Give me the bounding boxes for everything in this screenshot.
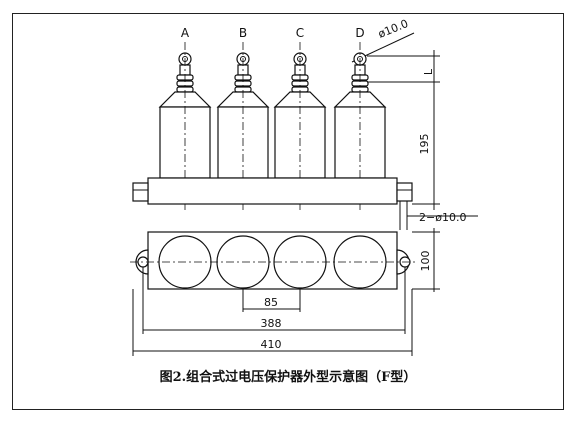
drawing-frame (12, 13, 564, 410)
terminal-label-b: B (239, 26, 247, 40)
dim-85-label: 85 (264, 296, 278, 309)
dim-195-label: 195 (418, 134, 431, 155)
dim-388-label: 388 (261, 317, 282, 330)
mount-hole-dim-label: 2−ø10.0 (419, 211, 466, 224)
terminal-label-a: A (181, 26, 190, 40)
terminal-label-d: D (355, 26, 364, 40)
left-bracket (132, 182, 149, 202)
right-bracket (396, 182, 413, 202)
terminal-label-c: C (296, 26, 304, 40)
figure-caption: 图2.组合式过电压保护器外型示意图（F型） (160, 369, 417, 385)
dim-l-label: L (422, 68, 435, 75)
dim-410-label: 410 (261, 338, 282, 351)
dim-100-label: 100 (419, 251, 432, 272)
base-side-view (147, 177, 398, 205)
